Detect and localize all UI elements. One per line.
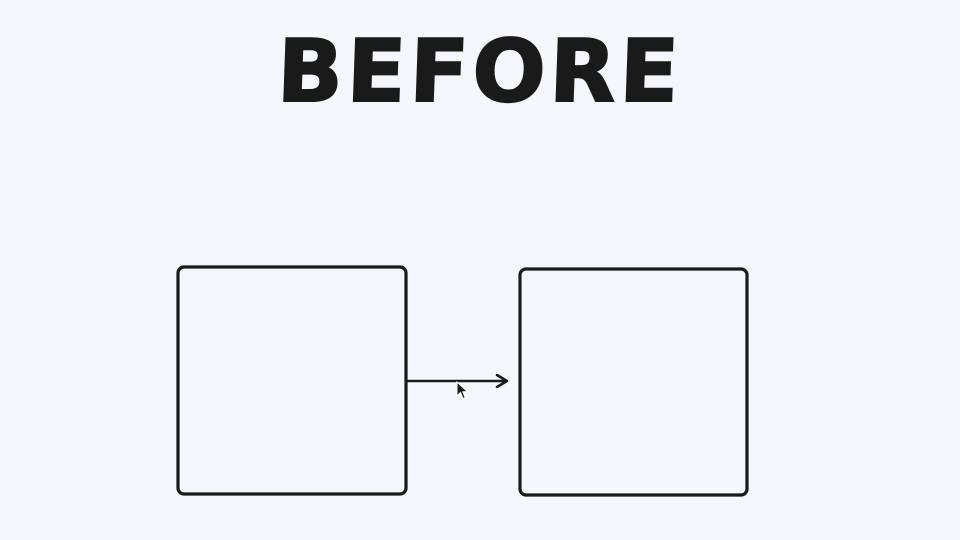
left-box[interactable] — [176, 265, 408, 496]
right-box[interactable] — [518, 267, 749, 497]
arrow-pointer-icon — [456, 381, 469, 400]
